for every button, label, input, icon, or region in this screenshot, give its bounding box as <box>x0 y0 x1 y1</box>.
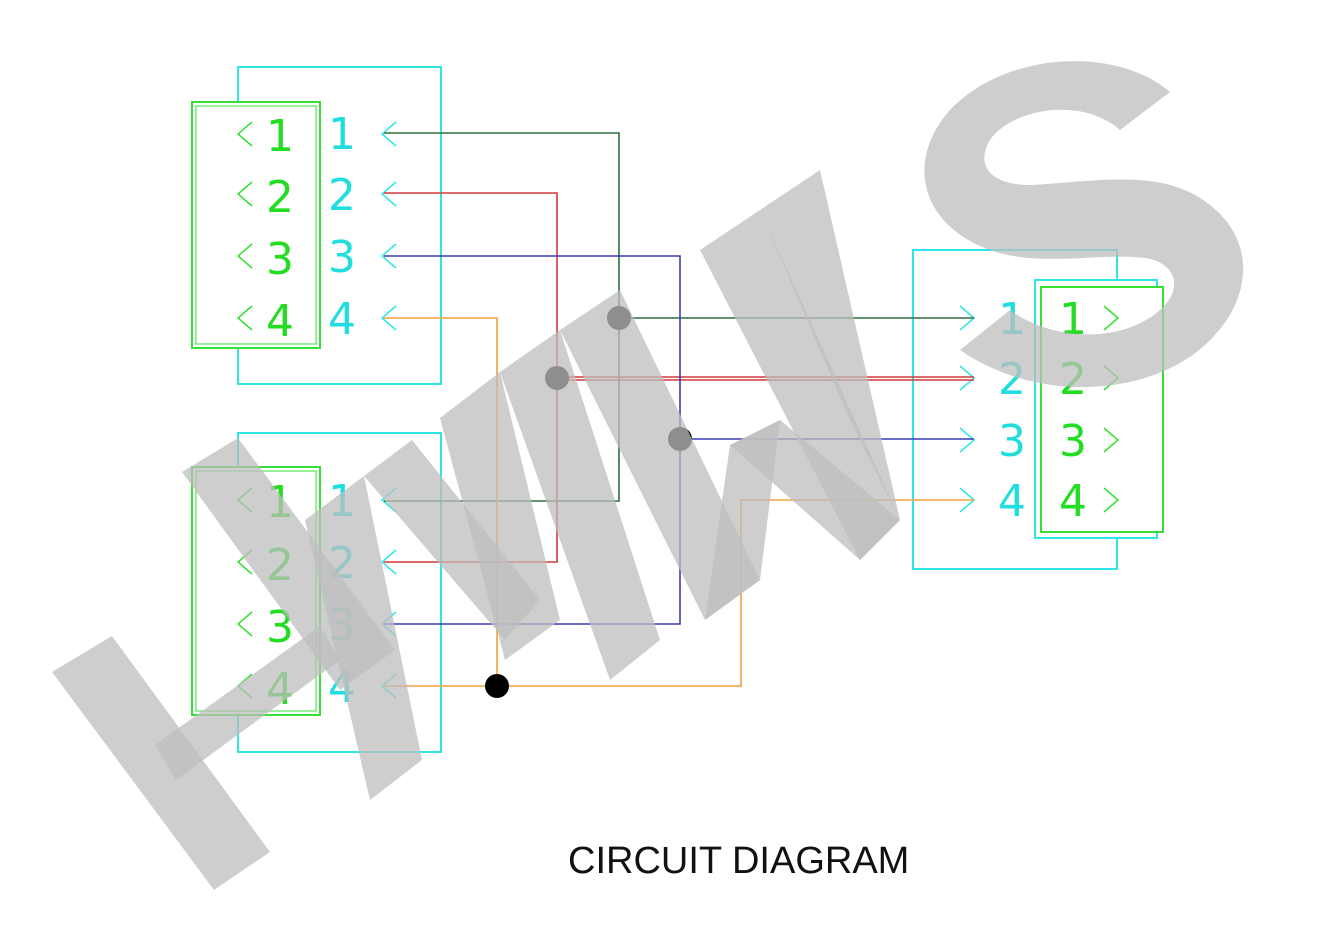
watermark-stroke <box>760 170 900 520</box>
arrow-left-icon <box>380 121 397 147</box>
arrow-left-icon <box>380 305 397 331</box>
connector-right-inner-pin-3: 3 <box>1059 416 1087 467</box>
diagram-caption: CIRCUIT DIAGRAM <box>568 840 909 882</box>
connector-top-left-inner-pin-1: 1 <box>266 111 294 162</box>
arrow-right-icon <box>1103 427 1120 453</box>
connector-top-left-inner-pin-2: 2 <box>266 172 294 223</box>
connector-top-left-inner-pin-4: 4 <box>266 296 294 347</box>
connector-right-outer-pin-3: 3 <box>998 416 1026 467</box>
arrow-left-icon <box>236 305 253 331</box>
junction-wire-4 <box>485 674 509 698</box>
watermark-stroke <box>500 330 660 680</box>
connector-right-outer-arrows <box>959 305 976 513</box>
connector-top-left-outer-arrows <box>380 121 397 331</box>
arrow-right-icon <box>1103 487 1120 513</box>
watermark-stroke <box>560 290 760 620</box>
wire-2-top-left <box>384 192 558 378</box>
connector-right-outer-pin-4: 4 <box>998 476 1026 527</box>
arrow-left-icon <box>380 181 397 207</box>
watermark-stroke <box>52 636 270 890</box>
arrow-right-icon <box>959 365 976 391</box>
arrow-left-icon <box>236 611 253 637</box>
arrow-left-icon <box>236 181 253 207</box>
watermark-stroke <box>155 626 340 780</box>
wire-3-top-left <box>384 255 681 439</box>
arrow-left-icon <box>236 121 253 147</box>
watermark-stroke <box>440 372 560 660</box>
connector-top-left-inner-arrows <box>236 121 253 331</box>
arrow-left-icon <box>236 243 253 269</box>
arrow-right-icon <box>959 427 976 453</box>
connector-top-left: 1 2 3 4 1 2 3 4 <box>191 66 442 385</box>
watermark-stroke <box>924 61 1244 388</box>
watermark-stroke <box>305 476 422 800</box>
connector-top-left-outer-pin-2: 2 <box>328 170 356 221</box>
arrow-right-icon <box>1103 305 1120 331</box>
connector-right: 1 2 3 4 1 2 3 4 <box>912 249 1164 570</box>
watermark-stroke <box>700 210 900 560</box>
wire-1-top-left <box>384 132 620 318</box>
connector-top-left-inner-housing-inset <box>195 105 317 345</box>
connector-top-left-outer-pin-3: 3 <box>328 232 356 283</box>
connector-top-left-inner-pin-3: 3 <box>266 234 294 285</box>
watermark-hmws <box>52 61 1244 890</box>
arrow-left-icon <box>380 243 397 269</box>
connector-top-left-outer-pin-1: 1 <box>328 109 356 160</box>
arrow-left-icon <box>380 549 397 575</box>
connector-right-inner-pin-4: 4 <box>1059 476 1087 527</box>
connector-top-left-inner-housing <box>191 101 321 349</box>
connector-top-left-outer-pin-4: 4 <box>328 294 356 345</box>
